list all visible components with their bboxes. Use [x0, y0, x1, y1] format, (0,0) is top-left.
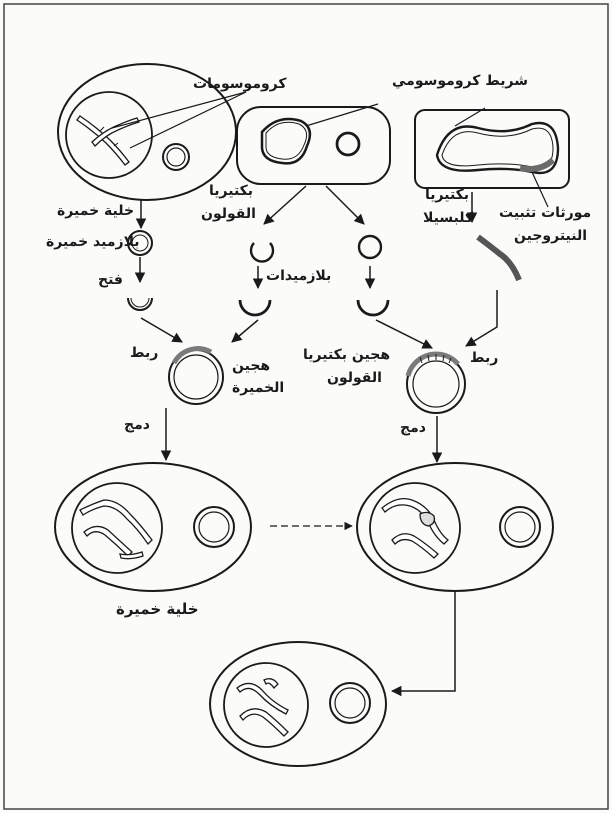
label-yeast-hybrid-line1: هجين	[232, 358, 271, 374]
label-chromosomal-strand: شريط كروموسومي	[392, 73, 528, 89]
chromosomal-strand	[260, 117, 312, 165]
chromosomes-top	[76, 115, 140, 166]
label-merge-left: دمج	[124, 417, 150, 433]
nitrogen-gene-fragment	[476, 234, 522, 282]
label-yeast-cell-top: خلية خميرة	[57, 203, 135, 219]
yeast-cell-middle-left	[54, 462, 252, 592]
ecoli-hybrid-plasmid	[405, 351, 466, 464]
yeast-plasmid-in-cell	[162, 143, 190, 171]
label-ecoli-top-line1: بكتيريا	[209, 183, 254, 199]
klebsiella-branch	[465, 192, 522, 347]
ecoli-plasmid	[335, 131, 361, 157]
label-nitrogen-genes-line2: النيتروجين	[514, 228, 588, 244]
ecoli-cell-top	[236, 103, 391, 185]
yeast-cell-middle-right	[356, 462, 554, 690]
opened-yeast-plasmid	[127, 297, 153, 311]
label-ecoli-hybrid-line1: هجين بكتيريا	[303, 347, 391, 363]
yeast-cell-top	[57, 63, 247, 201]
label-klebsiella-line2: كلبسيلا	[423, 210, 474, 226]
label-yeast-plasmid: بلازميد خميرة	[46, 234, 140, 250]
ecoli-branch	[231, 185, 433, 349]
label-open: فتح	[98, 272, 123, 288]
outer-frame	[3, 3, 609, 810]
label-plasmids: بلازميدات	[266, 268, 332, 284]
arrow-to-final-cell	[390, 685, 456, 697]
klebsiella-cell-top	[414, 107, 570, 208]
label-yeast-hybrid-line2: الخميرة	[232, 380, 285, 396]
label-merge-right: دمج	[400, 420, 426, 436]
label-ecoli-hybrid-line2: القولون	[327, 370, 382, 386]
label-chromosomes: كروموسومات	[193, 76, 287, 92]
yeast-branch	[127, 200, 183, 343]
label-yeast-cell-bottom: خلية خميرة	[116, 600, 199, 618]
label-ecoli-top-line2: القولون	[201, 206, 256, 222]
yeast-hybrid-plasmid	[160, 346, 224, 462]
label-klebsiella-line1: بكتيريا	[425, 187, 470, 203]
label-nitrogen-genes-line1: مورثات تثبيت	[499, 205, 592, 221]
nucleus	[65, 91, 153, 179]
nitrogen-gene-segment	[519, 157, 556, 172]
label-ligate-right: ربط	[470, 350, 499, 366]
yeast-cell-bottom	[209, 641, 387, 767]
label-ligate-left: ربط	[130, 345, 159, 361]
